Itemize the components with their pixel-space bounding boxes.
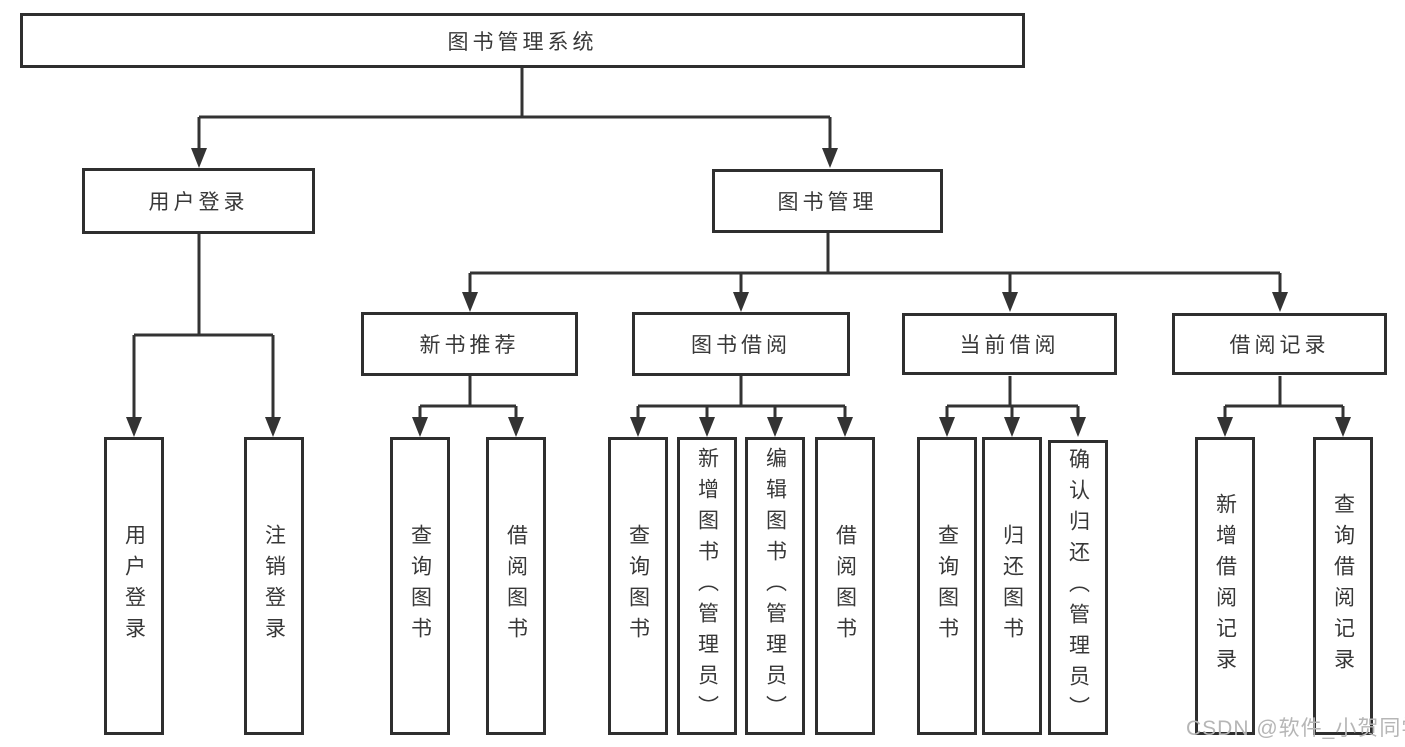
connector-current-borrow-children bbox=[945, 376, 1080, 422]
watermark-text: CSDN @软件_小贺同学 bbox=[1186, 717, 1405, 740]
connector-new-book-children bbox=[418, 376, 518, 422]
leaf-user-login: 用户登录 bbox=[104, 437, 164, 735]
leaf-records-query-record: 查询借阅记录 bbox=[1313, 437, 1373, 735]
node-library-system: 图书管理系统 bbox=[20, 13, 1025, 68]
connector-borrow-records-children bbox=[1223, 376, 1345, 422]
arrowheads bbox=[126, 148, 1351, 437]
connector-root-to-level2 bbox=[197, 68, 832, 153]
connector-user-login-children bbox=[132, 234, 275, 422]
node-book-management: 图书管理 bbox=[712, 169, 943, 233]
leaf-current-confirm-return-admin: 确认归还（管理员） bbox=[1048, 440, 1108, 735]
node-borrow-records: 借阅记录 bbox=[1172, 313, 1387, 375]
leaf-borrow-edit-book-admin: 编辑图书（管理员） bbox=[745, 437, 805, 735]
leaf-borrow-add-book-admin: 新增图书（管理员） bbox=[677, 437, 737, 735]
leaf-recommend-query-book: 查询图书 bbox=[390, 437, 450, 735]
connector-book-management-children bbox=[468, 233, 1282, 297]
leaf-borrow-query-book: 查询图书 bbox=[608, 437, 668, 735]
node-book-borrow: 图书借阅 bbox=[632, 312, 850, 376]
leaf-logout-login: 注销登录 bbox=[244, 437, 304, 735]
node-user-login: 用户登录 bbox=[82, 168, 315, 234]
leaf-borrow-borrow-book: 借阅图书 bbox=[815, 437, 875, 735]
leaf-current-query-book: 查询图书 bbox=[917, 437, 977, 735]
node-current-borrow: 当前借阅 bbox=[902, 313, 1117, 375]
connector-book-borrow-children bbox=[636, 376, 847, 422]
leaf-records-add-record: 新增借阅记录 bbox=[1195, 437, 1255, 735]
leaf-current-return-book: 归还图书 bbox=[982, 437, 1042, 735]
node-new-book-recommend: 新书推荐 bbox=[361, 312, 578, 376]
leaf-recommend-borrow-book: 借阅图书 bbox=[486, 437, 546, 735]
